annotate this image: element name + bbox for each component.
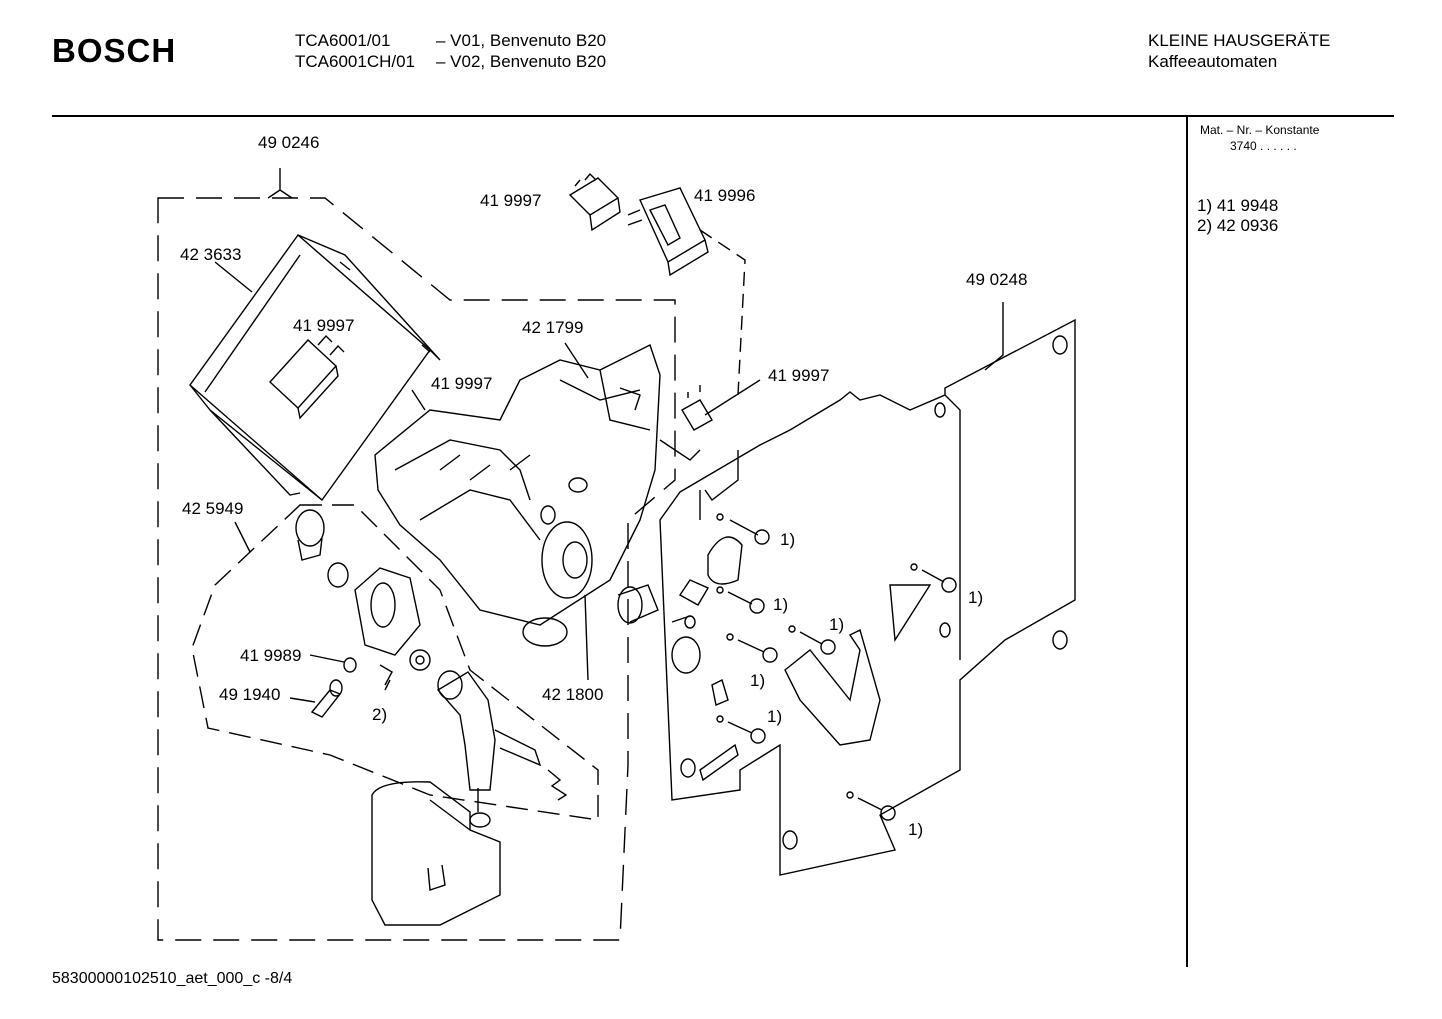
ref-1-a: 1) (780, 530, 795, 549)
category-title: KLEINE HAUSGERÄTE (1148, 31, 1331, 50)
screw-7 (846, 791, 896, 821)
assembly-outline-490246 (157, 197, 676, 941)
screw-4 (726, 633, 778, 663)
cap-part (295, 509, 325, 561)
footnote-1: 1) 41 9948 (1197, 196, 1279, 215)
pump-valve-assembly (374, 344, 701, 647)
material-constant-value: 3740 . . . . . . (1230, 139, 1297, 153)
model-code-list: TCA6001/01 TCA6001CH/01 (295, 30, 415, 72)
ref-1-f: 1) (767, 707, 782, 726)
side-panel-divider (1186, 117, 1188, 967)
material-constant-label: Mat. – Nr. – Konstante (1200, 123, 1320, 137)
screw-5 (716, 715, 766, 744)
label-490248: 49 0248 (966, 270, 1027, 289)
ref-1-e: 1) (750, 671, 765, 690)
header-divider (52, 115, 1394, 117)
pin-part (671, 615, 696, 629)
adapter-part (617, 584, 659, 624)
grommet (707, 536, 743, 585)
mounting-plate-490248 (659, 318, 1076, 876)
spring-part (547, 769, 568, 801)
clamp-ring (327, 562, 349, 588)
leader-421800 (584, 594, 589, 681)
micro-switch-inner (269, 334, 345, 420)
leader-r2 (384, 679, 391, 691)
label-419989: 41 9989 (240, 646, 301, 665)
connector-419997-d (681, 385, 713, 431)
ref-2: 2) (372, 705, 387, 724)
model-variant-1: – V01, Benvenuto B20 (436, 31, 607, 50)
water-tank (371, 781, 501, 926)
ref-1-c: 1) (829, 615, 844, 634)
subcategory-title: Kaffeeautomaten (1148, 52, 1278, 71)
gear-part (409, 649, 431, 671)
screw-1 (716, 513, 770, 545)
bosch-logo: BOSCH (52, 32, 177, 69)
label-419997-a: 41 9997 (480, 191, 541, 210)
category-block: KLEINE HAUSGERÄTE Kaffeeautomaten (1148, 30, 1330, 72)
leader-423633 (214, 261, 253, 293)
spring-clip (379, 664, 393, 686)
material-constant: Mat. – Nr. – Konstante 3740 . . . . . . (1200, 122, 1319, 154)
clip-part (678, 579, 710, 606)
leader-425949 (234, 521, 251, 553)
dashed-connection-switch (699, 229, 746, 396)
screw-3 (788, 625, 836, 655)
ref-1-g: 1) (908, 820, 923, 839)
leader-bracket-490246 (267, 189, 293, 199)
leader-419989 (309, 654, 345, 663)
label-423633: 42 3633 (180, 245, 241, 264)
model-variant-2: – V02, Benvenuto B20 (436, 52, 607, 71)
document-id: 58300000102510_aet_000_c -8/4 (52, 970, 293, 987)
bushing-part (711, 679, 729, 706)
spout-tube-491940 (310, 679, 343, 718)
exploded-parts-diagram: 49 0246 42 3633 41 9997 41 9996 41 9997 … (157, 133, 1076, 941)
model-code-1: TCA6001/01 (295, 31, 391, 50)
label-419996: 41 9996 (694, 186, 755, 205)
footnote-2: 2) 42 0936 (1197, 216, 1279, 235)
label-419997-c: 41 9997 (431, 374, 492, 393)
ref-1-d: 1) (968, 588, 983, 607)
label-421800: 42 1800 (542, 685, 603, 704)
screw-2 (716, 586, 765, 614)
leader-419997-d (704, 379, 761, 416)
leader-490248 (984, 302, 1004, 371)
seal-ring-419989 (343, 657, 357, 673)
leader-419997-b (411, 389, 426, 411)
label-491940: 49 1940 (219, 685, 280, 704)
ref-1-b: 1) (773, 595, 788, 614)
label-425949: 42 5949 (182, 499, 243, 518)
label-419997-d: 41 9997 (768, 366, 829, 385)
housing-cover-423633 (189, 233, 441, 502)
leader-421799 (564, 342, 589, 379)
model-code-2: TCA6001CH/01 (295, 52, 416, 71)
label-421799: 42 1799 (522, 318, 583, 337)
assembly-outline-425949 (191, 504, 599, 821)
outlet-pipe (436, 670, 542, 791)
label-419997-inner: 41 9997 (293, 316, 354, 335)
label-490246: 49 0246 (258, 133, 319, 152)
leader-491940 (289, 697, 316, 703)
screw-6 (910, 563, 957, 593)
micro-switch-top (568, 172, 621, 232)
relay-switch-419996 (627, 187, 709, 277)
valve-body (354, 567, 421, 656)
footnote-list: 1) 41 9948 2) 42 0936 (1197, 196, 1278, 236)
model-variant-list: – V01, Benvenuto B20 – V02, Benvenuto B2… (436, 30, 606, 72)
